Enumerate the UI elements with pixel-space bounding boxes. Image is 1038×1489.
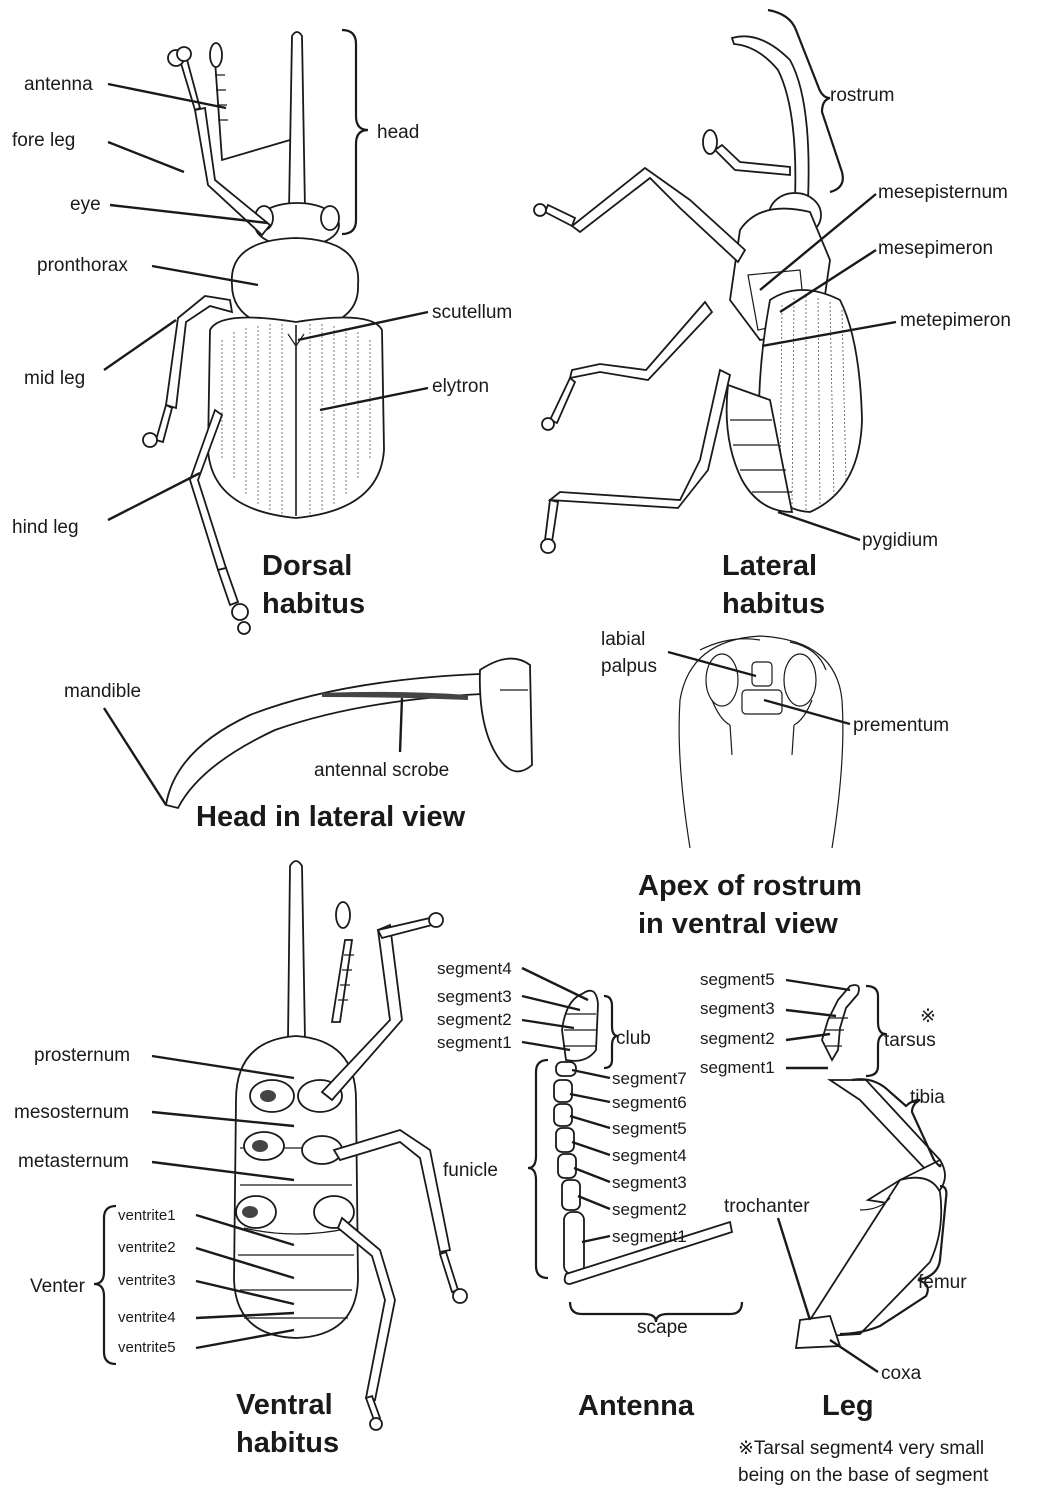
club-seg4: segment4 — [437, 959, 512, 978]
dorsal-habitus-figure — [143, 32, 384, 634]
label-mid-leg: mid leg — [24, 368, 85, 389]
funicle-seg3: segment3 — [612, 1173, 687, 1192]
apex-title-line2: in ventral view — [638, 908, 838, 940]
label-tibia: tibia — [910, 1087, 945, 1108]
label-mandible: mandible — [64, 681, 141, 702]
antenna-title: Antenna — [578, 1390, 695, 1422]
venter-bracket — [94, 1206, 116, 1364]
tarsal-seg3: segment3 — [700, 999, 775, 1018]
label-antennal-scrobe: antennal scrobe — [314, 760, 449, 781]
funicle-seg5: segment5 — [612, 1119, 687, 1138]
label-labial-line1: labial — [601, 629, 645, 650]
label-trochanter: trochanter — [724, 1196, 810, 1217]
label-ventrite4: ventrite4 — [118, 1309, 176, 1326]
footnote-line1: ※Tarsal segment4 very small — [738, 1438, 984, 1459]
tarsus-bracket — [866, 986, 886, 1076]
club-seg2: segment2 — [437, 1010, 512, 1029]
tarsal-seg2: segment2 — [700, 1029, 775, 1048]
funicle-seg2: segment2 — [612, 1200, 687, 1219]
leg-title: Leg — [822, 1390, 874, 1422]
funicle-seg1: segment1 — [612, 1227, 687, 1246]
head-bracket — [342, 30, 368, 234]
label-metepimeron: metepimeron — [900, 310, 1011, 331]
ventral-title-line2: habitus — [236, 1427, 339, 1459]
label-venter: Venter — [30, 1276, 86, 1297]
label-tarsus: tarsus — [884, 1030, 936, 1051]
ventral-title-line1: Ventral — [236, 1389, 333, 1421]
label-hind-leg: hind leg — [12, 517, 79, 538]
head-lateral-figure — [166, 659, 532, 808]
lateral-habitus-figure — [534, 36, 862, 553]
tarsal-seg1: segment1 — [700, 1058, 775, 1077]
label-head: head — [377, 122, 419, 143]
head-lateral-title: Head in lateral view — [196, 801, 466, 833]
label-fore-leg: fore leg — [12, 130, 75, 151]
label-pygidium: pygidium — [862, 530, 938, 551]
footnote-line2: being on the base of segment — [738, 1465, 989, 1486]
label-ventrite5: ventrite5 — [118, 1339, 176, 1356]
funicle-bracket — [528, 1060, 548, 1278]
label-prementum: prementum — [853, 715, 949, 736]
label-mesepisternum: mesepisternum — [878, 182, 1008, 203]
label-elytron: elytron — [432, 376, 489, 397]
label-femur: femur — [918, 1272, 967, 1293]
label-metasternum: metasternum — [18, 1151, 129, 1172]
label-prosternum: prosternum — [34, 1045, 130, 1066]
label-ventrite1: ventrite1 — [118, 1207, 176, 1224]
tarsal-seg5: segment5 — [700, 970, 775, 989]
label-labial-line2: palpus — [601, 656, 657, 677]
label-eye: eye — [70, 194, 101, 215]
funicle-seg6: segment6 — [612, 1093, 687, 1112]
label-rostrum: rostrum — [830, 85, 894, 106]
label-antenna: antenna — [24, 74, 93, 95]
dorsal-title-line1: Dorsal — [262, 550, 352, 582]
apex-title-line1: Apex of rostrum — [638, 870, 862, 902]
funicle-seg7: segment7 — [612, 1069, 687, 1088]
label-funicle: funicle — [443, 1160, 498, 1181]
apex-rostrum-figure — [679, 636, 843, 848]
label-club: club — [616, 1028, 651, 1049]
tarsus-note-mark: ※ — [920, 1006, 936, 1027]
label-ventrite3: ventrite3 — [118, 1272, 176, 1289]
label-scutellum: scutellum — [432, 302, 512, 323]
label-coxa: coxa — [881, 1363, 922, 1384]
funicle-seg4: segment4 — [612, 1146, 687, 1165]
lateral-title-line1: Lateral — [722, 550, 817, 582]
lateral-title-line2: habitus — [722, 588, 825, 620]
label-mesosternum: mesosternum — [14, 1102, 129, 1123]
label-mesepimeron: mesepimeron — [878, 238, 993, 259]
label-pronthorax: pronthorax — [37, 255, 128, 276]
label-scape: scape — [637, 1317, 688, 1338]
club-seg3: segment3 — [437, 987, 512, 1006]
club-seg1: segment1 — [437, 1033, 512, 1052]
dorsal-title-line2: habitus — [262, 588, 365, 620]
label-ventrite2: ventrite2 — [118, 1239, 176, 1256]
ventral-habitus-figure — [234, 861, 467, 1430]
